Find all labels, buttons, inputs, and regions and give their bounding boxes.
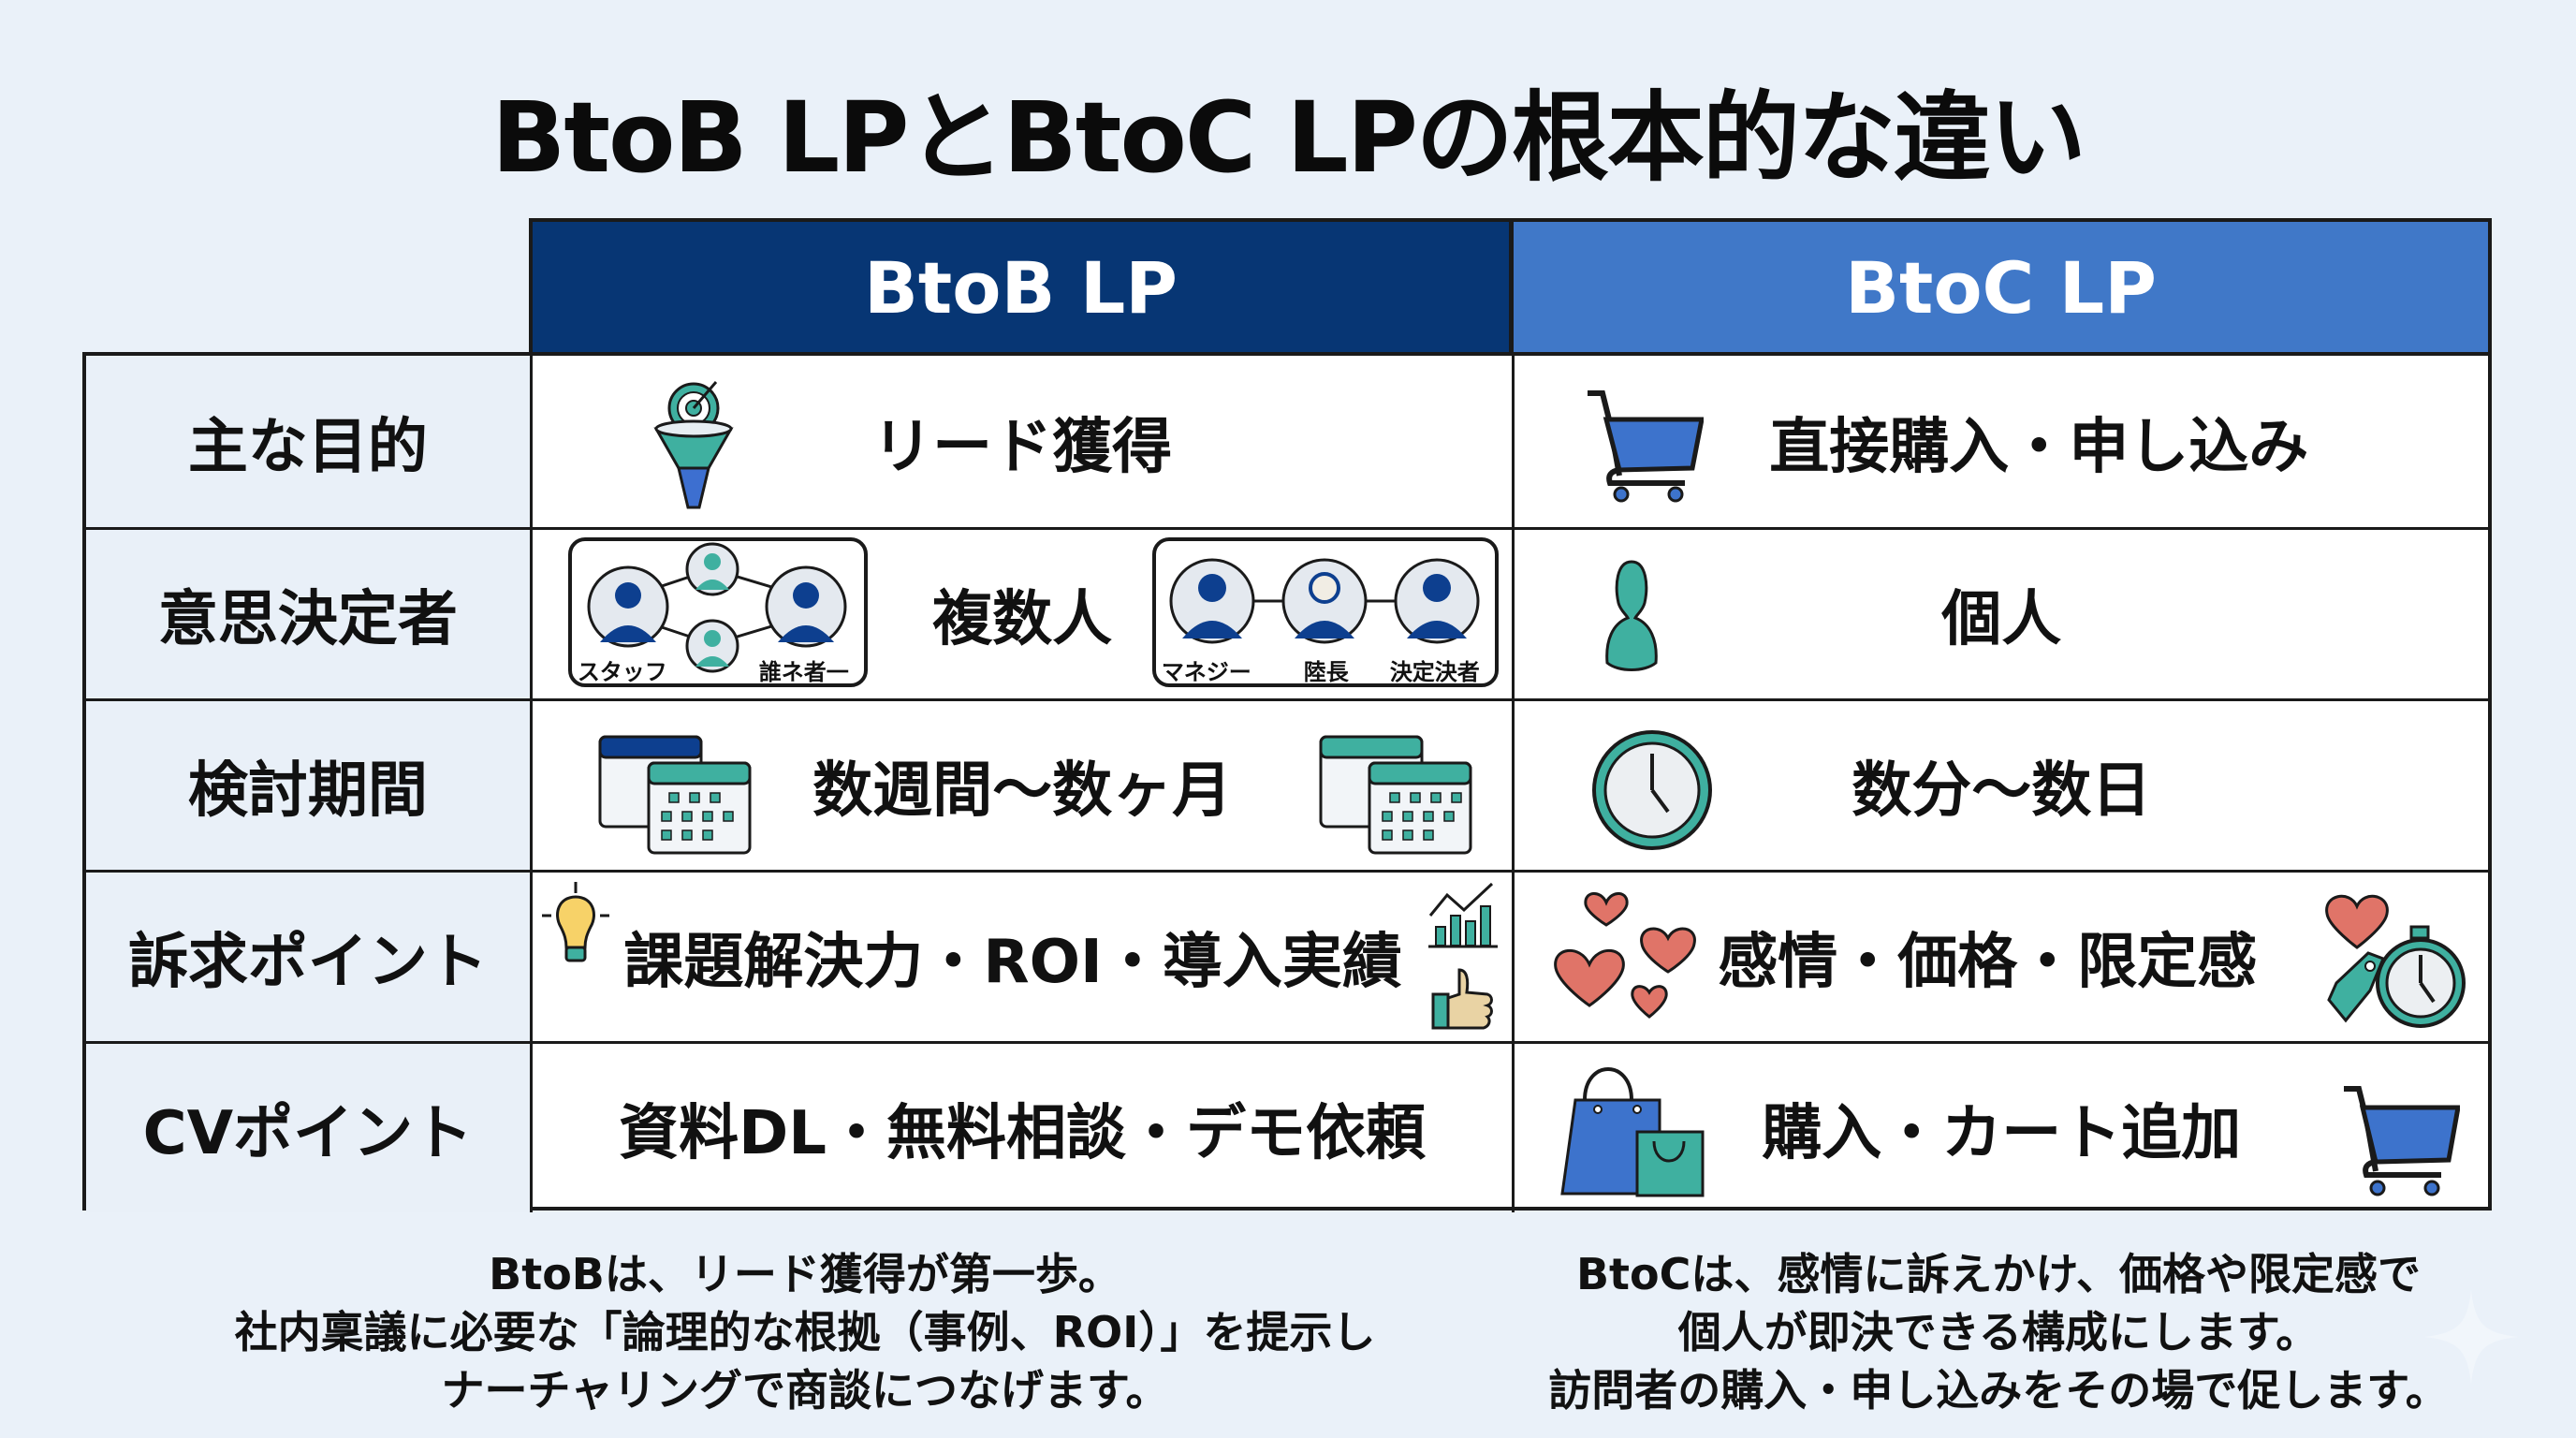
shopping-bags-icon bbox=[1560, 1067, 1705, 1197]
page-title: BtoB LPとBtoC LPの根本的な違い bbox=[491, 81, 2086, 195]
cell-text: 資料DL・無料相談・デモ依頼 bbox=[619, 1099, 1427, 1168]
cell-text: 感情・価格・限定感 bbox=[1718, 928, 2258, 997]
cell-text: 購入・カート追加 bbox=[1762, 1099, 2242, 1168]
staff-label: スタッフ bbox=[577, 659, 667, 685]
lightbulb-icon bbox=[541, 882, 609, 962]
summary-line: 個人が即決できる構成にします。 bbox=[1677, 1307, 2320, 1357]
row-label: CVポイント bbox=[86, 1044, 533, 1212]
btob-cell: リード獲得 bbox=[533, 356, 1515, 527]
person-icon bbox=[1605, 560, 1659, 671]
row-label: 訴求ポイント bbox=[86, 873, 533, 1041]
cell-text: 数週間〜数ヶ月 bbox=[812, 756, 1233, 826]
sparkle-icon bbox=[2424, 1290, 2518, 1384]
member-label: 誰ネ者一 bbox=[758, 659, 849, 685]
cell-text: リード獲得 bbox=[872, 412, 1173, 482]
table-row-cv-point: CVポイント 資料DL・無料相談・デモ依頼 購入・カート追加 bbox=[86, 1041, 2488, 1212]
cell-text: 課題解決力・ROI・導入実績 bbox=[623, 928, 1402, 997]
thumbs-up-icon bbox=[1431, 968, 1493, 1030]
summary-line: 訪問者の購入・申し込みをその場で促します。 bbox=[1548, 1365, 2449, 1416]
btob-cell: 課題解決力・ROI・導入実績 bbox=[533, 873, 1515, 1041]
comparison-table: BtoB LP BtoC LP 主な目的 リード獲得 bbox=[82, 218, 2492, 1212]
director-label: 陸長 bbox=[1303, 659, 1349, 685]
btoc-cell: 個人 bbox=[1515, 530, 2488, 698]
decision-maker-label: 決定決者 bbox=[1389, 659, 1480, 685]
summary-line: BtoCは、感情に訴えかけ、価格や限定感で bbox=[1575, 1249, 2422, 1299]
funnel-target-icon bbox=[653, 381, 734, 509]
btob-cell: 数週間〜数ヶ月 bbox=[533, 701, 1515, 870]
hierarchy-icon: マネジー 陸長 決定決者 bbox=[1151, 537, 1499, 687]
table-body: 主な目的 リード獲得 bbox=[82, 352, 2492, 1212]
summary-line: BtoBは、リード獲得が第一歩。 bbox=[489, 1249, 1121, 1299]
table-row-appeal: 訴求ポイント 課題解決力・ROI・導入実績 bbox=[86, 870, 2488, 1041]
btoc-cell: 数分〜数日 bbox=[1515, 701, 2488, 870]
cell-text: 個人 bbox=[1941, 585, 2062, 654]
summary-line: ナーチャリングで商談につなげます。 bbox=[441, 1365, 1169, 1416]
btob-summary: BtoBは、リード獲得が第一歩。 社内稟議に必要な「論理的な根拠（事例、ROI）… bbox=[131, 1245, 1479, 1419]
row-label: 意思決定者 bbox=[86, 530, 533, 698]
shopping-cart-icon bbox=[2344, 1086, 2461, 1196]
btoc-summary: BtoCは、感情に訴えかけ、価格や限定感で 個人が即決できる構成にします。 訪問… bbox=[1488, 1245, 2509, 1419]
btoc-cell: 直接購入・申し込み bbox=[1515, 356, 2488, 527]
btoc-cell: 感情・価格・限定感 bbox=[1515, 873, 2488, 1041]
btob-cell: スタッフ 誰ネ者一 複数人 マネジー 陸長 bbox=[533, 530, 1515, 698]
table-row-decision-maker: 意思決定者 bbox=[86, 527, 2488, 698]
summary-line: 社内稟議に必要な「論理的な根拠（事例、ROI）」を提示し bbox=[234, 1307, 1376, 1357]
cell-text: 数分〜数日 bbox=[1852, 756, 2152, 826]
growth-chart-icon bbox=[1427, 882, 1498, 948]
column-header-btob: BtoB LP bbox=[529, 218, 1513, 353]
btob-cell: 資料DL・無料相談・デモ依頼 bbox=[533, 1044, 1515, 1212]
manager-label: マネジー bbox=[1161, 659, 1251, 685]
calendar-stack-icon bbox=[1319, 735, 1472, 855]
clock-icon bbox=[1592, 730, 1713, 850]
table-row-period: 検討期間 数週間〜数ヶ月 bbox=[86, 698, 2488, 870]
btoc-cell: 購入・カート追加 bbox=[1515, 1044, 2488, 1212]
table-row-purpose: 主な目的 リード獲得 bbox=[86, 356, 2488, 527]
column-header-btoc: BtoC LP bbox=[1512, 218, 2492, 353]
stopwatch-icon bbox=[2325, 894, 2466, 1028]
cell-text: 複数人 bbox=[932, 585, 1113, 654]
staff-network-icon: スタッフ 誰ネ者一 bbox=[567, 537, 868, 687]
row-label: 主な目的 bbox=[86, 356, 533, 527]
hearts-icon bbox=[1554, 892, 1697, 1019]
shopping-cart-icon bbox=[1588, 390, 1705, 503]
calendar-stack-icon bbox=[598, 735, 752, 855]
row-label: 検討期間 bbox=[86, 701, 533, 870]
cell-text: 直接購入・申し込み bbox=[1769, 412, 2309, 482]
